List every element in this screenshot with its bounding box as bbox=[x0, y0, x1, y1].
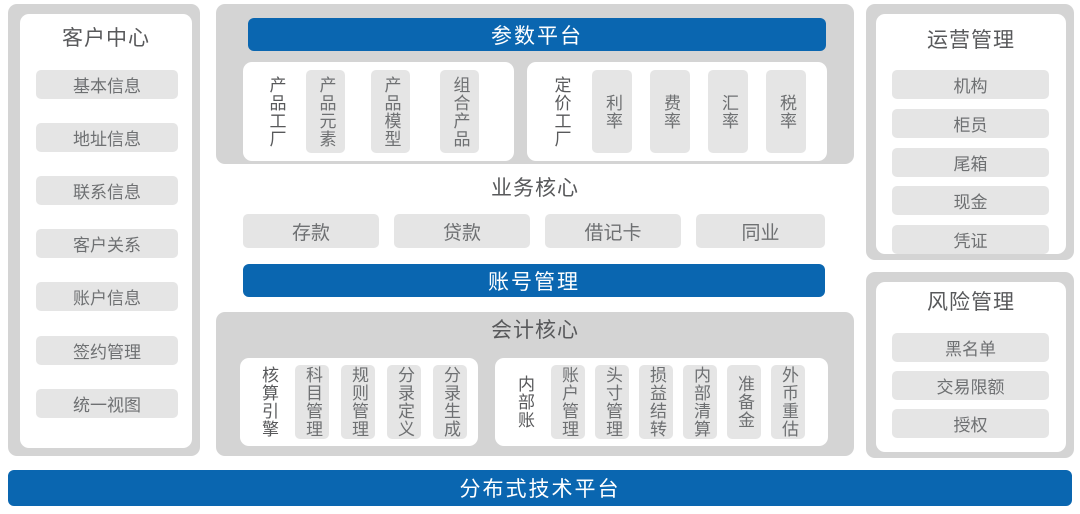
customer-center-item-1[interactable]: 地址信息 bbox=[36, 123, 178, 152]
customer-center-item-2[interactable]: 联系信息 bbox=[36, 176, 178, 205]
accounting-engine-item-2[interactable]: 分录定义 bbox=[387, 365, 421, 439]
accounting-engine-item-0[interactable]: 科目管理 bbox=[295, 365, 329, 439]
operations-management-item-2[interactable]: 尾箱 bbox=[892, 148, 1049, 177]
operations-management-item-0[interactable]: 机构 bbox=[892, 70, 1049, 99]
accounting-engine-label: 核算引擎 bbox=[259, 366, 279, 438]
product-factory-item-2[interactable]: 组合产品 bbox=[440, 70, 479, 153]
business-core-item-3[interactable]: 同业 bbox=[696, 214, 825, 248]
product-factory-item-0[interactable]: 产品元素 bbox=[306, 70, 345, 153]
customer-center-item-6[interactable]: 统一视图 bbox=[36, 389, 178, 418]
business-core-item-2[interactable]: 借记卡 bbox=[545, 214, 681, 248]
internal-ledger-item-3[interactable]: 内部清算 bbox=[683, 365, 717, 439]
internal-ledger-item-5[interactable]: 外币重估 bbox=[771, 365, 805, 439]
pricing-factory-item-2[interactable]: 汇率 bbox=[708, 70, 748, 153]
internal-ledger-item-0[interactable]: 账户管理 bbox=[551, 365, 585, 439]
customer-center-item-5[interactable]: 签约管理 bbox=[36, 336, 178, 365]
risk-management-item-0[interactable]: 黑名单 bbox=[892, 333, 1049, 362]
customer-center-item-3[interactable]: 客户关系 bbox=[36, 229, 178, 258]
pricing-factory-item-1[interactable]: 费率 bbox=[650, 70, 690, 153]
platform-bar: 分布式技术平台 bbox=[8, 470, 1072, 506]
product-factory-item-1[interactable]: 产品模型 bbox=[371, 70, 410, 153]
customer-center-item-0[interactable]: 基本信息 bbox=[36, 70, 178, 99]
internal-ledger-item-2[interactable]: 损益结转 bbox=[639, 365, 673, 439]
accounting-engine-item-3[interactable]: 分录生成 bbox=[433, 365, 467, 439]
internal-ledger-item-4[interactable]: 准备金 bbox=[727, 365, 761, 439]
customer-center-item-4[interactable]: 账户信息 bbox=[36, 282, 178, 311]
pricing-factory-item-0[interactable]: 利率 bbox=[592, 70, 632, 153]
accounting-engine-item-1[interactable]: 规则管理 bbox=[341, 365, 375, 439]
operations-management-item-4[interactable]: 凭证 bbox=[892, 225, 1049, 254]
parameter-platform-title-bar: 参数平台 bbox=[248, 18, 826, 51]
pricing-factory-item-3[interactable]: 税率 bbox=[766, 70, 806, 153]
pricing-factory-label: 定价工厂 bbox=[551, 75, 571, 148]
internal-ledger-item-1[interactable]: 头寸管理 bbox=[595, 365, 629, 439]
business-core-item-0[interactable]: 存款 bbox=[243, 214, 379, 248]
operations-management-item-3[interactable]: 现金 bbox=[892, 186, 1049, 215]
risk-management-title: 风险管理 bbox=[927, 291, 1015, 314]
accounting-core-title: 会计核心 bbox=[491, 319, 579, 342]
operations-management-item-1[interactable]: 柜员 bbox=[892, 109, 1049, 138]
internal-ledger-label: 内部账 bbox=[515, 375, 535, 429]
product-factory-label: 产品工厂 bbox=[266, 75, 286, 148]
business-core-title: 业务核心 bbox=[491, 177, 579, 200]
customer-center-title: 客户中心 bbox=[62, 27, 150, 50]
account-management-bar: 账号管理 bbox=[243, 264, 825, 297]
operations-management-title: 运营管理 bbox=[927, 29, 1015, 52]
risk-management-item-2[interactable]: 授权 bbox=[892, 409, 1049, 438]
business-core-item-1[interactable]: 贷款 bbox=[394, 214, 530, 248]
risk-management-item-1[interactable]: 交易限额 bbox=[892, 371, 1049, 400]
